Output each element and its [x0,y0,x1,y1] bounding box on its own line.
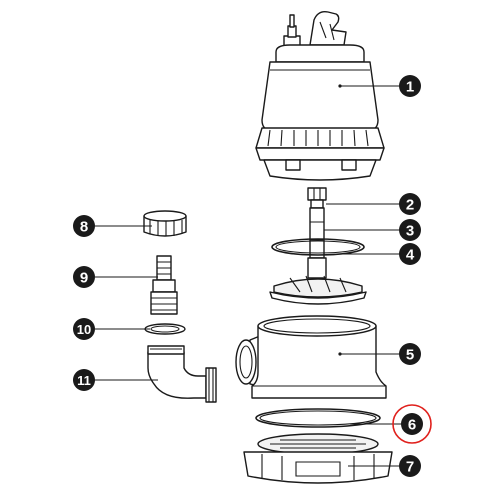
leader-lines [95,84,408,467]
callout-10: 10 [73,318,95,340]
part-9-hose-adapter [150,255,178,315]
callout-11-label: 11 [77,373,91,388]
callout-3: 3 [399,219,421,241]
callout-2: 2 [399,193,421,215]
callout-4: 4 [399,243,421,265]
highlight-ring [392,404,432,444]
callout-8: 8 [73,215,95,237]
part-8-hose-cap [143,210,187,237]
callout-1-label: 1 [406,79,414,96]
callout-9-label: 9 [80,270,88,287]
callout-10-label: 10 [77,322,91,337]
callout-7: 7 [399,455,421,477]
part-2-shaft-nut [307,187,327,209]
callout-2-label: 2 [406,197,414,214]
part-1-motor-housing [255,10,385,181]
callout-8-label: 8 [80,219,88,236]
callout-9: 9 [73,266,95,288]
part-4-seal-ring [271,238,365,256]
callout-7-label: 7 [406,459,414,476]
part-6-o-ring [255,408,381,428]
callout-6-label: 6 [408,417,416,434]
callout-5: 5 [399,343,421,365]
callout-11: 11 [73,369,95,391]
part-7-base-strainer [243,433,393,484]
callout-1: 1 [399,75,421,97]
impeller [269,257,367,305]
callout-6: 6 [401,413,423,435]
callout-3-label: 3 [406,223,414,240]
part-3-shaft [309,207,325,259]
part-5-pump-casing [235,315,387,399]
callout-5-label: 5 [406,347,414,364]
part-10-washer [144,323,186,335]
callout-4-label: 4 [406,247,415,264]
part-11-elbow-fitting [147,345,217,403]
